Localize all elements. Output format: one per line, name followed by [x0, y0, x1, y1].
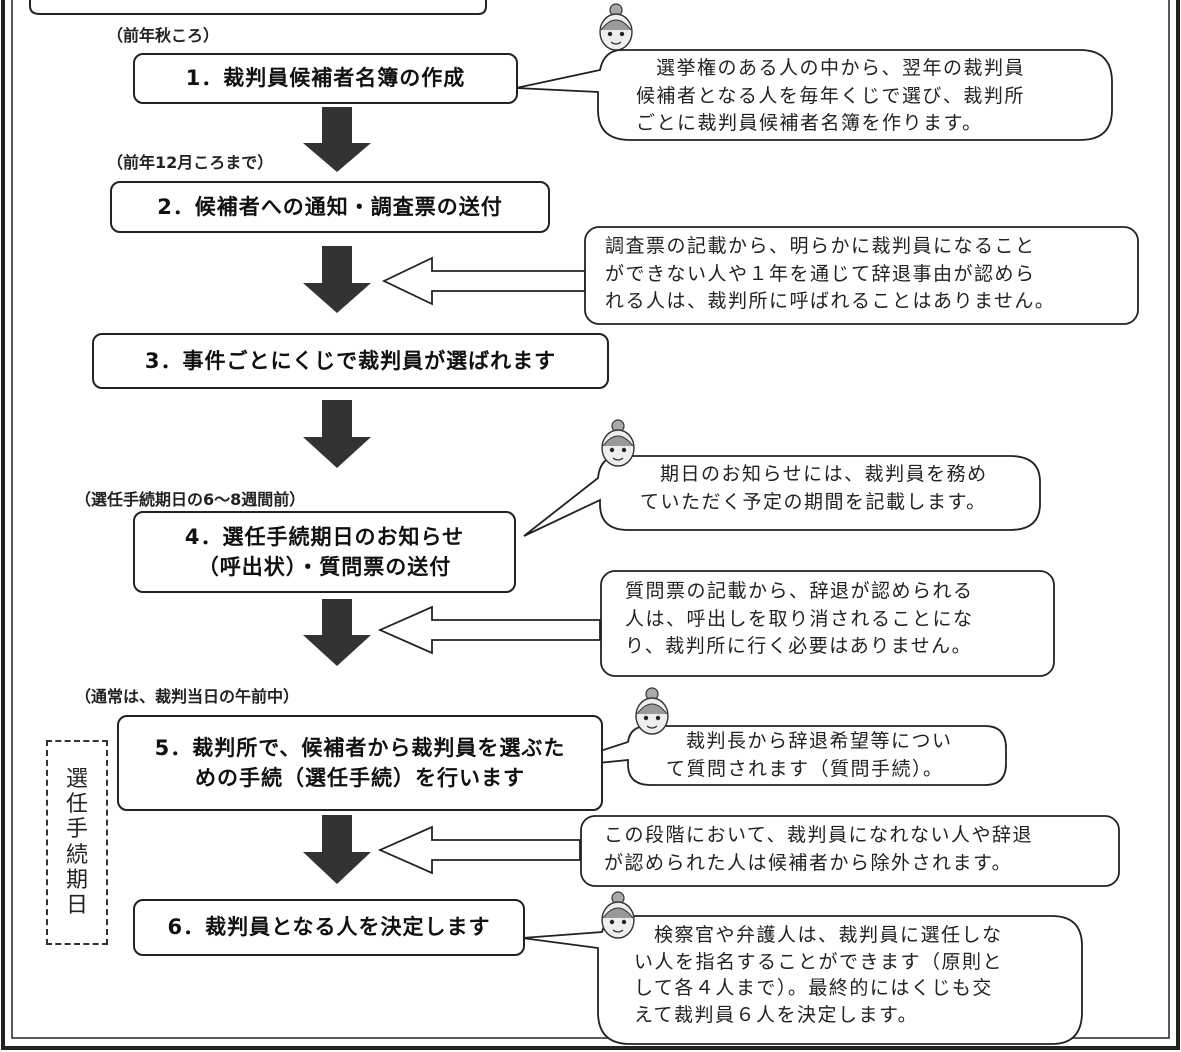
step-1-label: 1．裁判員候補者名簿の作成 — [185, 66, 466, 91]
inner-frame — [11, 0, 1170, 1039]
bubble-line: い人を指名することができます（原則と — [634, 950, 1004, 973]
timing-note-step4: （選任手続期日の6～8週間前） — [75, 490, 306, 509]
speech-bubble-5-text: 裁判長から辞退希望等につい て質問されます（質問手続）。 — [666, 728, 1002, 783]
side-label-char: 日 — [65, 893, 88, 919]
speech-bubble-shapes — [515, 49, 1113, 1045]
step-5-box: 5．裁判所で、候補者から裁判員を選ぶた めの手続（選任手続）を行います — [117, 715, 603, 811]
step-1-box: 1．裁判員候補者名簿の作成 — [133, 53, 518, 104]
exclusion-arrows — [377, 256, 601, 875]
note-line: 人は、呼出しを取り消されることにな — [625, 607, 974, 630]
note-line: れる人は、裁判所に呼ばれることはありません。 — [605, 290, 1056, 313]
down-arrow-icon — [303, 246, 371, 313]
side-label-char: 期 — [65, 867, 88, 893]
step-5-line1: 5．裁判所で、候補者から裁判員を選ぶた — [154, 735, 566, 760]
left-hollow-arrow-icon — [377, 825, 581, 875]
speech-bubble-1 — [515, 49, 1113, 141]
down-arrow-icon — [303, 599, 371, 666]
side-label-char: 続 — [65, 842, 88, 868]
step-4-box: 4．選任手続期日のお知らせ （呼出状）・質問票の送付 — [133, 511, 516, 593]
side-label-char: 選 — [65, 766, 88, 792]
down-arrow-icon — [303, 400, 371, 468]
timing-note-step1: （前年秋ころ） — [107, 26, 220, 45]
note-line: が認められた人は候補者から除外されます。 — [604, 851, 1013, 874]
bubble-line: て質問されます（質問手続）。 — [666, 757, 944, 780]
step-5-line2: めの手続（選任手続）を行います — [195, 766, 525, 790]
timing-note-step5: （通常は、裁判当日の午前中） — [75, 687, 300, 706]
exclusion-note-shapes — [580, 226, 1139, 887]
down-arrows — [303, 107, 371, 884]
step-3-box: 3．事件ごとにくじで裁判員が選ばれます — [92, 333, 609, 389]
speech-bubble-5 — [547, 725, 1007, 786]
step-3-label: 3．事件ごとにくじで裁判員が選ばれます — [144, 348, 557, 373]
bubble-line: ていただく予定の期間を記載します。 — [640, 490, 987, 513]
character-face-icon — [601, 891, 635, 939]
bubble-line: えて裁判員６人を決定します。 — [634, 1003, 919, 1026]
bubble-line: 選挙権のある人の中から、翌年の裁判員 — [656, 57, 1026, 79]
step-6-box: 6．裁判員となる人を決定します — [133, 899, 525, 956]
bubble-line: 裁判長から辞退希望等につい — [686, 730, 953, 752]
bubble-line: 候補者となる人を毎年くじで選び、裁判所 — [636, 84, 1025, 107]
character-face-icon — [599, 3, 633, 51]
character-face-icon — [635, 687, 669, 735]
top-tab — [29, 0, 487, 15]
timing-note-step2: （前年12月ころまで） — [107, 153, 274, 172]
selection-day-label: 選 任 手 続 期 日 — [46, 740, 108, 945]
note-line: り、裁判所に行く必要はありません。 — [625, 635, 973, 658]
down-arrow-icon — [303, 815, 371, 884]
left-hollow-arrow-icon — [377, 605, 601, 655]
left-hollow-arrow-icon — [381, 256, 586, 306]
side-label-char: 手 — [65, 817, 88, 843]
exclusion-note-4-text: 質問票の記載から、辞退が認められる 人は、呼出しを取り消されることにな り、裁判… — [625, 578, 1053, 661]
step-2-label: 2．候補者への通知・調査票の送付 — [157, 194, 503, 219]
bubble-line: して各４人まで）。最終的にはくじも交 — [634, 977, 993, 1000]
down-arrow-icon — [303, 107, 371, 172]
side-label-char: 任 — [65, 791, 88, 817]
speech-bubble-4 — [523, 455, 1041, 537]
character-face-icon — [601, 419, 635, 467]
bubble-line: 検察官や弁護人は、裁判員に選任しな — [654, 924, 1003, 946]
bubble-line: ごとに裁判員候補者名簿を作ります。 — [636, 112, 983, 135]
step-6-label: 6．裁判員となる人を決定します — [167, 915, 491, 940]
speech-bubble-1-text: 選挙権のある人の中から、翌年の裁判員 候補者となる人を毎年くじで選び、裁判所 ご… — [636, 55, 1106, 138]
step-2-box: 2．候補者への通知・調査票の送付 — [110, 181, 550, 233]
note-line: 調査票の記載から、明らかに裁判員になること — [605, 235, 1036, 257]
note-line: ができない人や１年を通じて辞退事由が認めら — [605, 262, 1036, 285]
exclusion-note-5-text: この段階において、裁判員になれない人や辞退 が認められた人は候補者から除外されま… — [604, 822, 1116, 877]
speech-bubble-4-text: 期日のお知らせには、裁判員を務め ていただく予定の期間を記載します。 — [640, 461, 1036, 516]
note-line: 質問票の記載から、辞退が認められる — [625, 580, 974, 602]
note-line: この段階において、裁判員になれない人や辞退 — [604, 824, 1033, 846]
bubble-line: 期日のお知らせには、裁判員を務め — [660, 463, 988, 485]
exclusion-note-2-text: 調査票の記載から、明らかに裁判員になること ができない人や１年を通じて辞退事由が… — [605, 233, 1135, 316]
step-4-line1: 4．選任手続期日のお知らせ — [184, 524, 465, 549]
step-4-line2: （呼出状）・質問票の送付 — [197, 555, 452, 579]
speech-bubble-6-text: 検察官や弁護人は、裁判員に選任しな い人を指名することができます（原則と して各… — [634, 922, 1078, 1028]
